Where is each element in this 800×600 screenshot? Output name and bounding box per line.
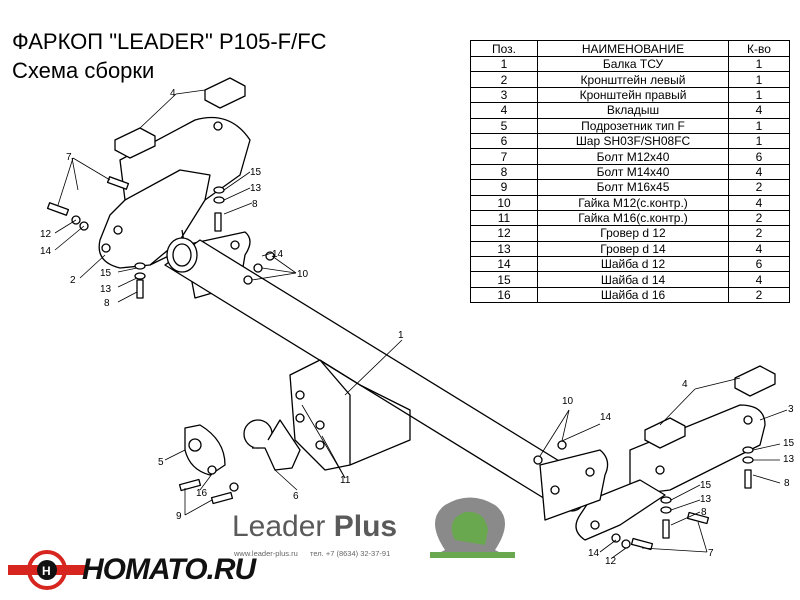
callout-16: 16 [196,488,208,499]
svg-text:H: H [42,564,51,578]
callout-15: 15 [783,438,795,449]
cell-qty: 1 [728,55,790,73]
cell-name: Балка ТСУ [537,55,729,73]
cell-name: Шайба d 14 [537,271,729,288]
callout-2: 2 [70,275,76,286]
tow-ball [243,419,301,471]
cell-pos: 2 [470,71,538,88]
socket-bracket [184,424,226,476]
callout-12: 12 [40,229,52,240]
callout-8: 8 [784,478,790,489]
callout-15: 15 [100,268,112,279]
callout-3: 3 [788,404,794,415]
callout-12: 12 [605,556,617,567]
ball-mount-plate [289,359,411,471]
header-pos: Поз. [470,40,538,57]
cell-qty: 4 [728,271,790,288]
cell-name: Кронштейн правый [537,86,729,104]
cell-pos: 11 [470,209,538,227]
callout-4: 4 [170,88,176,99]
callout-13: 13 [250,183,262,194]
callout-14: 14 [272,249,284,260]
callout-13: 13 [700,494,712,505]
cell-name: Шар SH03F/SH08FC [537,132,729,150]
cell-name: Гайка М12(с.контр.) [537,194,729,211]
cell-name: Подрозетник тип F [537,117,729,134]
fasteners [46,176,754,551]
callout-8: 8 [104,298,110,309]
tube-flange-right [539,449,609,521]
homato-wordmark: HOMATO.RU [82,553,256,586]
callout-11: 11 [340,475,351,486]
spacer-insert-right [644,365,776,449]
callout-14: 14 [40,246,52,257]
right-bracket [575,404,766,541]
callout-14: 14 [600,412,612,423]
callout-13: 13 [783,454,795,465]
cell-pos: 16 [470,286,538,304]
callout-5: 5 [158,457,164,468]
callout-4: 4 [682,379,688,390]
cell-name: Кронштгейн левый [537,71,729,88]
cell-qty: 2 [728,286,790,304]
callout-10: 10 [562,396,574,407]
callout-8: 8 [701,507,707,518]
brand-website: www.leader-plus.ru [234,549,298,558]
cell-name: Болт М16х45 [537,179,729,196]
callout-15: 15 [700,480,712,491]
callout-9: 9 [176,511,182,522]
brand-name-bold: Plus [333,510,398,543]
cell-pos: 14 [470,256,538,273]
parts-table-header: Поз. НАИМЕНОВАНИЕ К-во [470,40,790,57]
callout-7: 7 [708,548,714,559]
diagram-title: ФАРКОП "LEADER" P105-F/FC [12,29,327,54]
cell-qty: 4 [728,102,790,119]
cell-pos: 1 [470,55,538,73]
homato-logo-mark: H [8,550,86,590]
callout-10: 10 [297,269,309,280]
callout-7: 7 [66,152,72,163]
leader-plus-wordmark: Leader Plus [232,510,397,544]
cell-qty: 6 [728,256,790,273]
tow-bar-beam [164,237,591,512]
cell-name: Вкладыш [537,102,729,119]
leader-lines [54,89,788,559]
brand-name-light: Leader [232,510,334,543]
diagram-subtitle: Схема сборки [12,58,155,83]
leader-plus-logo-mark [430,497,515,558]
callout-6: 6 [293,491,299,502]
callout-labels: 4 7 12 14 2 15 13 8 15 13 8 14 10 1 11 5… [40,88,795,567]
callout-8: 8 [252,199,258,210]
cell-name: Шайба d 16 [537,286,729,304]
callout-15: 15 [250,167,262,178]
brand-phone: тел. +7 (8634) 32-37-91 [310,549,391,558]
callout-1: 1 [398,330,404,341]
callout-14: 14 [588,548,600,559]
cell-qty: 1 [728,71,790,88]
cell-qty: 1 [728,86,790,104]
callout-13: 13 [100,284,112,295]
